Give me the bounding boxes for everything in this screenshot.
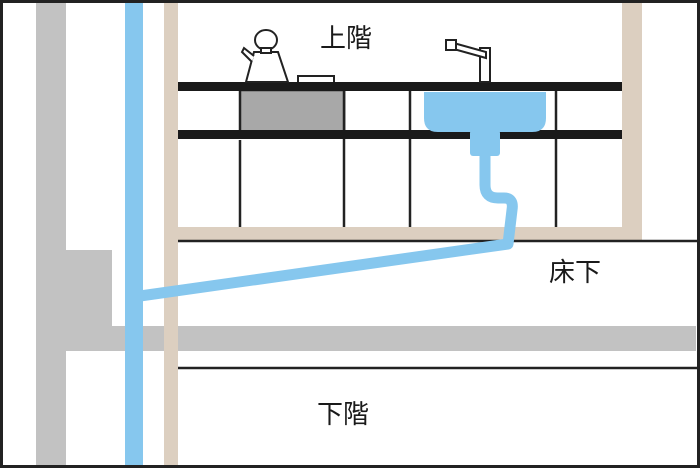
concrete-wall (36, 3, 66, 465)
label-lower-floor: 下階 (317, 400, 369, 430)
sink-drain (470, 130, 500, 156)
kettle-icon (240, 29, 290, 83)
wood-stud-right (622, 3, 642, 241)
faucet-icon (445, 39, 491, 83)
concrete-wall-step (66, 250, 112, 335)
sink-icon (424, 92, 546, 132)
countertop (178, 82, 622, 91)
label-upper-floor: 上階 (320, 24, 372, 54)
counter-rail (178, 130, 622, 139)
label-under-floor: 床下 (549, 258, 601, 288)
drain-pipe (134, 150, 518, 302)
stove-icon (238, 88, 346, 134)
vertical-drain-stack (125, 3, 143, 465)
floor-slab (66, 326, 696, 351)
wood-floor-joist (164, 227, 642, 240)
